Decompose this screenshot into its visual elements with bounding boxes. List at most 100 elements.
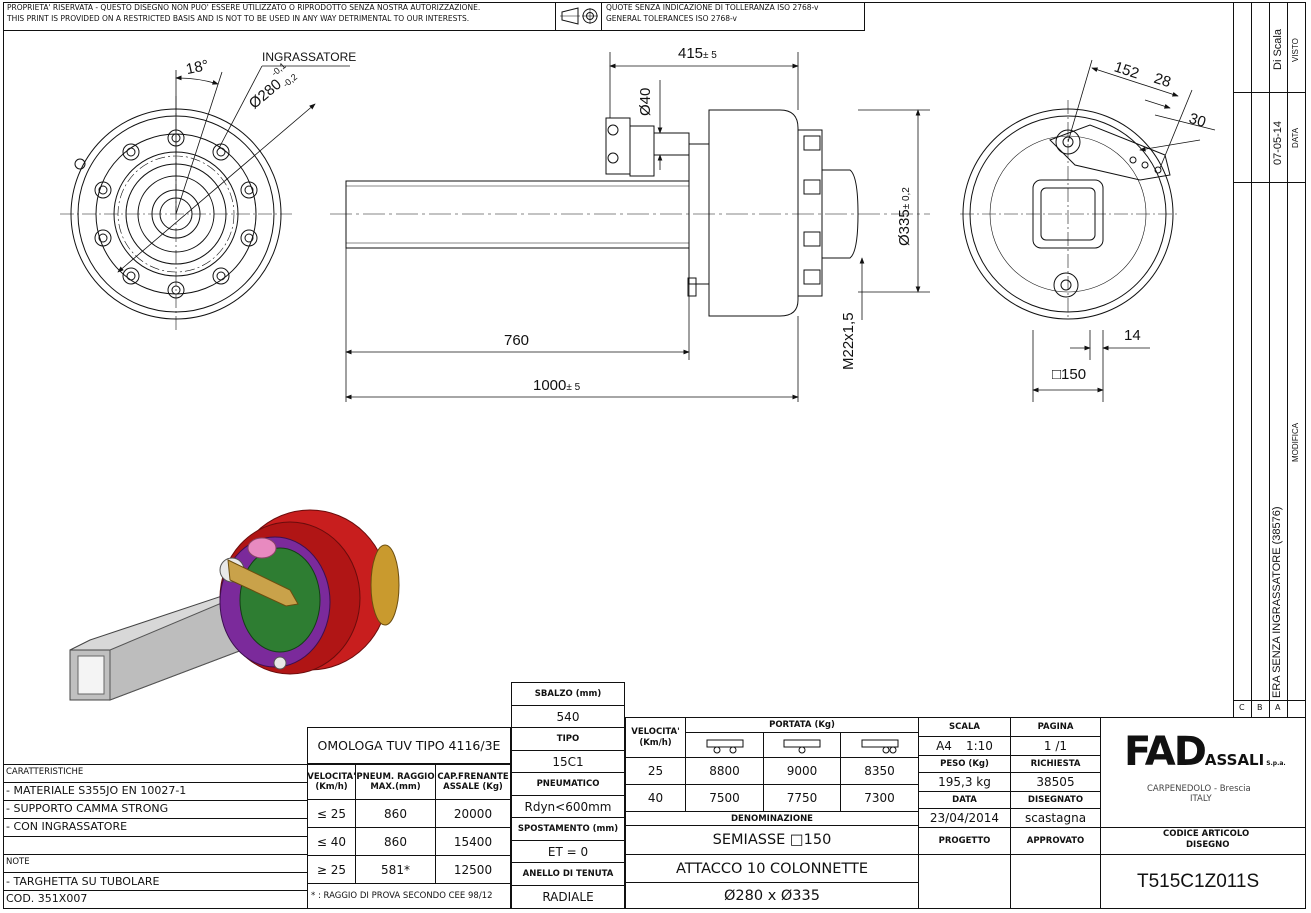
- rev-modifica: MODIFICA: [1291, 422, 1300, 462]
- disegno-label: DISEGNO: [1186, 840, 1230, 850]
- richiesta-value: 38505: [1010, 772, 1101, 792]
- side-dim-lines: [345, 52, 930, 402]
- rev-text: ERA SENZA INGRASSATORE (38576): [1271, 506, 1283, 698]
- progetto-label: PROGETTO: [918, 827, 1011, 855]
- company-country: ITALY: [1190, 794, 1212, 804]
- company-block: [1100, 717, 1306, 909]
- approvato-label: APPROVATO: [1010, 827, 1101, 855]
- disegnato-value: scastagna: [1010, 808, 1101, 828]
- rev-row-sep-2: [1233, 182, 1306, 183]
- char-sep-1: [3, 782, 307, 783]
- note-item-2: COD. 351X007: [6, 892, 88, 905]
- dim-thread: M22x1,5: [840, 312, 857, 370]
- rev-data-label: DATA: [1291, 127, 1300, 148]
- projection-symbol-box: [555, 2, 602, 31]
- char-sep-4: [3, 836, 307, 837]
- spec-sbalzo-label: SBALZO (mm): [511, 682, 625, 706]
- trailer-single-axle-icon: [783, 739, 821, 754]
- approvato-blank: [1010, 854, 1101, 909]
- portata-row1-c: 8350: [840, 757, 919, 785]
- cap-row2-raggio: 860: [355, 827, 436, 856]
- spec-pneumatico-label: PNEUMATICO: [511, 772, 625, 796]
- back-dim-lines: [1032, 59, 1216, 402]
- portata-row2-c: 7300: [840, 784, 919, 812]
- notice-line-2: THIS PRINT IS PROVIDED ON A RESTRICTED B…: [7, 14, 470, 23]
- tolerance-line-1: QUOTE SENZA INDICAZIONE DI TOLLERANZA IS…: [606, 3, 819, 12]
- denominazione-line1: SEMIASSE □150: [625, 825, 919, 855]
- axle-side-view: [330, 109, 930, 317]
- pagina-value: 1 /1: [1010, 736, 1101, 756]
- drum-back-view: [960, 100, 1180, 320]
- greaser-label: INGRASSATORE: [262, 50, 357, 64]
- cap-footnote: * : RAGGIO DI PROVA SECONDO CEE 98/12: [307, 883, 511, 909]
- projection-icon: [560, 7, 598, 25]
- cap-row1-vel: ≤ 25: [307, 799, 356, 828]
- rev-row-sep-1: [1233, 92, 1306, 93]
- caratteristiche-title: CARATTERISTICHE: [6, 767, 84, 777]
- cap-row3-raggio: 581*: [355, 855, 436, 884]
- notice-line-1: PROPRIETA' RISERVATA - QUESTO DISEGNO NO…: [7, 3, 481, 12]
- char-item-2: - SUPPORTO CAMMA STRONG: [6, 802, 169, 815]
- codice-value: T515C1Z011S: [1137, 871, 1260, 892]
- trailer-tandem-icon: [861, 739, 898, 754]
- dim-square-150: □150: [1052, 366, 1087, 383]
- axle-3d-render: [69, 509, 400, 701]
- note-sep-1: [3, 872, 307, 873]
- pagina-label: PAGINA: [1010, 717, 1101, 737]
- trailer-two-axle-icon: [706, 739, 743, 754]
- rev-di-scala: Di Scala: [1272, 29, 1284, 70]
- char-sep-3: [3, 818, 307, 819]
- cap-row3-cap: 12500: [435, 855, 511, 884]
- cap-header-velocita: VELOCITA' (Km/h): [307, 764, 356, 800]
- cap-header-capfren: CAP.FRENANTE ASSALE (Kg): [435, 764, 511, 800]
- spec-anello-value: RADIALE: [511, 885, 625, 909]
- data-value: 23/04/2014: [918, 808, 1011, 828]
- tolerance-box: [601, 2, 865, 31]
- char-sep-2: [3, 800, 307, 801]
- cap-row2-vel: ≤ 40: [307, 827, 356, 856]
- dim-hub-length: 415± 5: [678, 45, 717, 62]
- portata-trailer-icon-2: [763, 732, 841, 758]
- hub-dim-lines: [117, 65, 350, 273]
- cap-row1-raggio: 860: [355, 799, 436, 828]
- portata-row2-a: 7500: [685, 784, 764, 812]
- rev-letter-b: B: [1257, 703, 1263, 712]
- rev-strip-line-2: [1251, 2, 1252, 717]
- note-top: [3, 854, 307, 855]
- cap-row1-cap: 20000: [435, 799, 511, 828]
- portata-row1-vel: 25: [625, 757, 686, 785]
- note-title: NOTE: [6, 857, 30, 867]
- note-sep-2: [3, 890, 307, 891]
- portata-trailer-icon-1: [685, 732, 764, 758]
- peso-value: 195,3 kg: [918, 772, 1011, 792]
- note-item-1: - TARGHETTA SU TUBOLARE: [6, 875, 160, 888]
- spec-spostamento-value: ET = 0: [511, 840, 625, 863]
- scala-label: SCALA: [918, 717, 1011, 737]
- company-sep-2: [1100, 854, 1306, 855]
- char-item-1: - MATERIALE S355JO EN 10027-1: [6, 784, 187, 797]
- cap-header-pneum: PNEUM. RAGGIO MAX.(mm): [355, 764, 436, 800]
- rev-row-sep-3: [1233, 700, 1306, 701]
- portata-trailer-icon-3: [840, 732, 919, 758]
- data-label: DATA: [918, 791, 1011, 809]
- portata-velocita-label: VELOCITA' (Km/h): [625, 717, 686, 758]
- denominazione-label: DENOMINAZIONE: [625, 811, 919, 826]
- dim-drum-dia: Ø335± 0,2: [896, 187, 913, 246]
- denominazione-line2: ATTACCO 10 COLONNETTE: [625, 854, 919, 883]
- tolerance-line-2: GENERAL TOLERANCES ISO 2768-v: [606, 14, 737, 23]
- rev-visto: VISTO: [1291, 38, 1300, 62]
- rev-data-value: 07-05-14: [1272, 120, 1284, 165]
- dim-length-760: 760: [504, 332, 530, 349]
- company-sep-1: [1100, 827, 1306, 828]
- spec-tipo-value: 15C1: [511, 750, 625, 773]
- char-item-3: - CON INGRASSATORE: [6, 820, 128, 833]
- portata-row1-b: 9000: [763, 757, 841, 785]
- rev-strip-line-4: [1287, 2, 1288, 717]
- cap-row2-cap: 15400: [435, 827, 511, 856]
- omologa-cell: OMOLOGA TUV TIPO 4116/3E: [307, 727, 511, 764]
- dim-offset-14: 14: [1124, 327, 1141, 344]
- disegnato-label: DISEGNATO: [1010, 791, 1101, 809]
- rev-strip-line-1: [1233, 2, 1234, 717]
- dim-shaft-dia: Ø40: [637, 87, 654, 116]
